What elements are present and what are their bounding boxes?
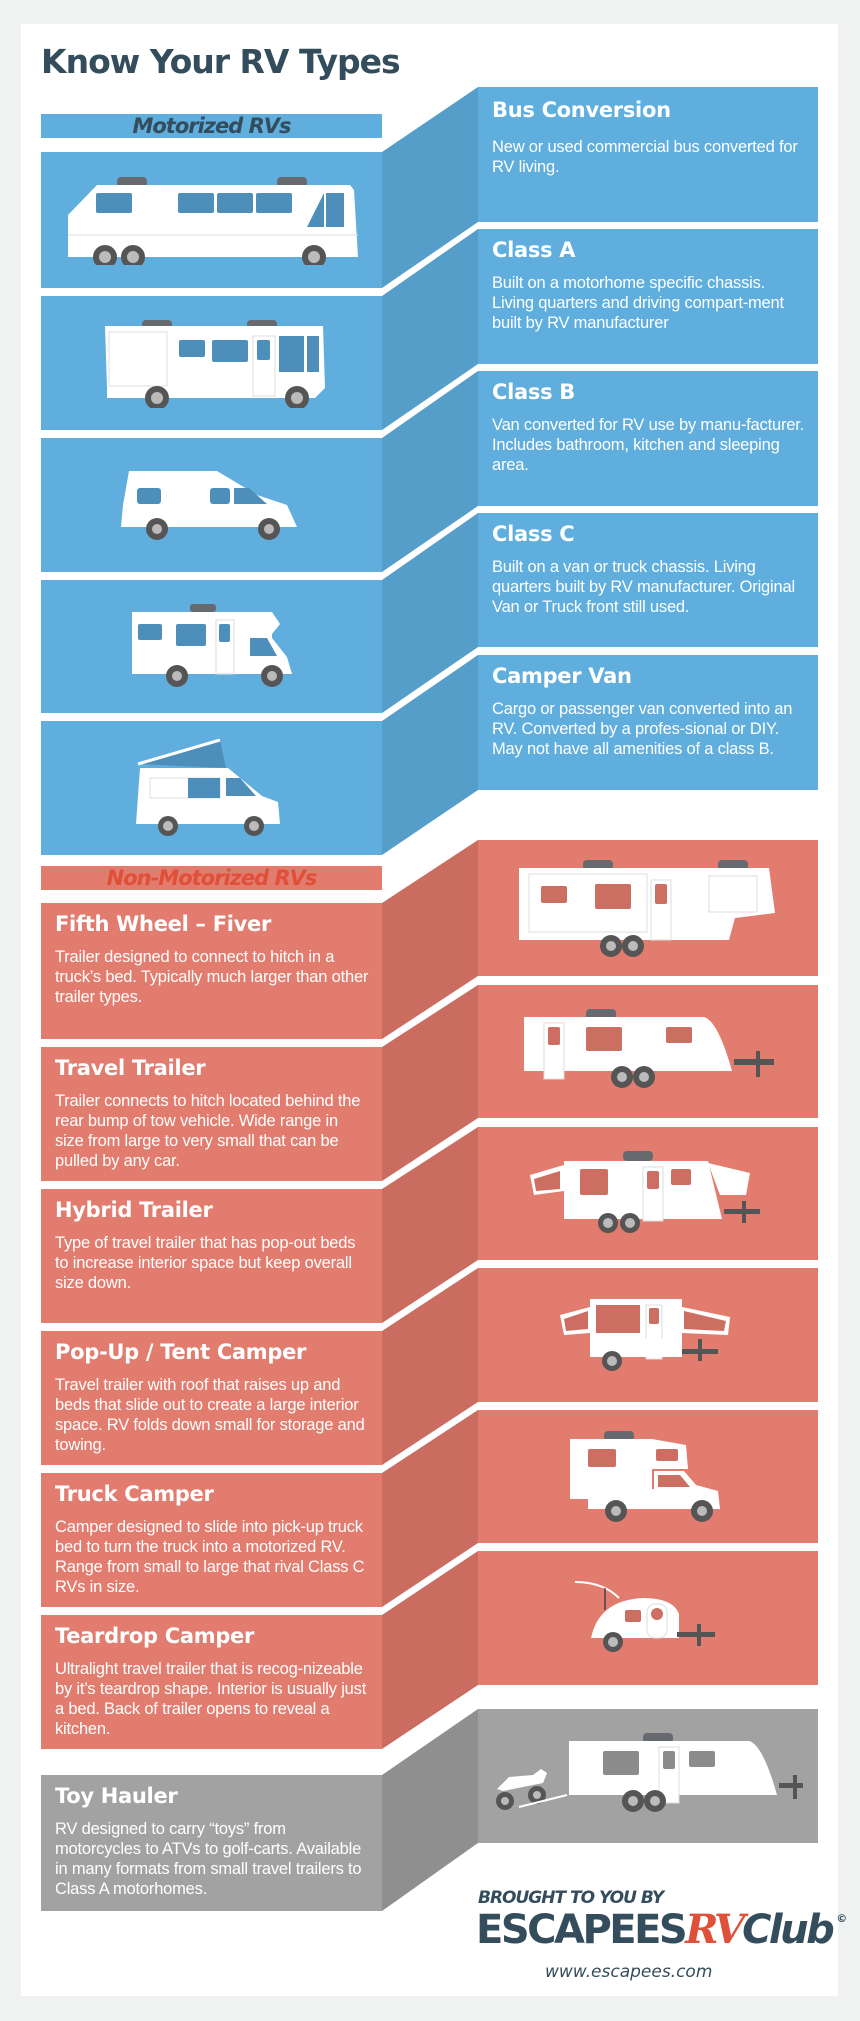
class-c-illustration <box>131 603 292 687</box>
camper-van-illustration <box>135 738 280 836</box>
page-title: Know Your RV Types <box>41 42 401 81</box>
camper-van-card: Camper Van Cargo or passenger van conver… <box>478 655 818 790</box>
class-a-description: Built on a motorhome specific chassis. L… <box>492 274 784 332</box>
truck-camper-image-panel <box>478 1410 818 1543</box>
fifth-wheel-image-panel <box>478 840 818 976</box>
class-c-image-panel <box>41 580 382 713</box>
copyright-icon: © <box>836 1912 848 1925</box>
camper-van-title: Camper Van <box>492 664 632 688</box>
pop-up-camper-image-panel <box>478 1268 818 1402</box>
travel-trailer-illustration <box>524 1008 774 1088</box>
pop-up-camper-illustration <box>560 1299 730 1371</box>
camper-van-image-panel <box>41 721 382 855</box>
bus-conversion-description: New or used commercial bus converted for… <box>492 138 798 176</box>
fifth-wheel-card: Fifth Wheel – Fiver Trailer designed to … <box>41 903 382 1039</box>
fifth-wheel-description: Trailer designed to connect to hitch in … <box>55 948 369 1006</box>
teardrop-camper-description: Ultralight travel trailer that is recog-… <box>55 1660 367 1738</box>
hybrid-trailer-title: Hybrid Trailer <box>55 1198 213 1222</box>
bus-conversion-title: Bus Conversion <box>492 98 671 122</box>
class-a-illustration <box>104 320 325 408</box>
pop-up-camper-card: Pop-Up / Tent Camper Travel trailer with… <box>41 1331 382 1465</box>
logo-rv: RV <box>685 1906 745 1953</box>
class-c-card: Class C Built on a van or truck chassis.… <box>478 513 818 647</box>
toy-hauler-card: Toy Hauler RV designed to carry “toys” f… <box>41 1775 382 1911</box>
hybrid-trailer-illustration <box>530 1150 760 1233</box>
class-b-illustration <box>120 471 297 540</box>
toy-hauler-illustration <box>496 1733 803 1812</box>
fifth-wheel-illustration <box>519 860 775 957</box>
class-a-card: Class A Built on a motorhome specific ch… <box>478 229 818 364</box>
pop-up-camper-title: Pop-Up / Tent Camper <box>55 1340 307 1364</box>
logo-club: Club <box>742 1907 835 1953</box>
toy-hauler-description: RV designed to carry “toys” from motorcy… <box>55 1820 362 1898</box>
class-b-description: Van converted for RV use by manu-facture… <box>492 416 804 474</box>
truck-camper-title: Truck Camper <box>55 1482 214 1506</box>
logo-escapees: ESCAPEES <box>476 1907 688 1953</box>
non-motorized-section-label: Non-Motorized RVs <box>41 866 382 890</box>
class-b-card: Class B Van converted for RV use by manu… <box>478 371 818 506</box>
truck-camper-card: Truck Camper Camper designed to slide in… <box>41 1473 382 1607</box>
brought-to-you-by-label: BROUGHT TO YOU BY <box>478 1888 664 1908</box>
bus-conversion-image-panel <box>41 152 382 288</box>
class-b-image-panel <box>41 438 382 572</box>
travel-trailer-title: Travel Trailer <box>55 1056 206 1080</box>
travel-trailer-description: Trailer connects to hitch located behind… <box>55 1092 361 1170</box>
bus-conversion-illustration <box>67 177 358 265</box>
pop-up-camper-description: Travel trailer with roof that raises up … <box>55 1376 365 1454</box>
hybrid-trailer-image-panel <box>478 1127 818 1260</box>
travel-trailer-card: Travel Trailer Trailer connects to hitch… <box>41 1047 382 1181</box>
fifth-wheel-title: Fifth Wheel – Fiver <box>55 912 272 936</box>
class-c-title: Class C <box>492 522 575 546</box>
escapees-rv-club-logo: ESCAPEESRVClub© <box>476 1906 847 1953</box>
toy-hauler-image-panel <box>478 1709 818 1843</box>
bus-conversion-card: Bus Conversion New or used commercial bu… <box>478 87 818 222</box>
website-url[interactable]: www.escapees.com <box>545 1962 713 1982</box>
camper-van-description: Cargo or passenger van converted into an… <box>492 700 793 758</box>
class-a-image-panel <box>41 296 382 430</box>
truck-camper-illustration <box>570 1430 720 1522</box>
travel-trailer-image-panel <box>478 985 818 1118</box>
motorized-section-label: Motorized RVs <box>41 114 382 138</box>
truck-camper-description: Camper designed to slide into pick-up tr… <box>55 1518 365 1596</box>
teardrop-camper-card: Teardrop Camper Ultralight travel traile… <box>41 1615 382 1749</box>
class-a-title: Class A <box>492 238 576 262</box>
teardrop-camper-title: Teardrop Camper <box>55 1624 255 1648</box>
teardrop-camper-illustration <box>574 1581 715 1652</box>
class-b-title: Class B <box>492 380 575 404</box>
toy-hauler-title: Toy Hauler <box>55 1784 178 1808</box>
class-c-description: Built on a van or truck chassis. Living … <box>492 558 795 616</box>
hybrid-trailer-description: Type of travel trailer that has pop-out … <box>55 1234 356 1292</box>
teardrop-camper-image-panel <box>478 1551 818 1685</box>
hybrid-trailer-card: Hybrid Trailer Type of travel trailer th… <box>41 1189 382 1323</box>
